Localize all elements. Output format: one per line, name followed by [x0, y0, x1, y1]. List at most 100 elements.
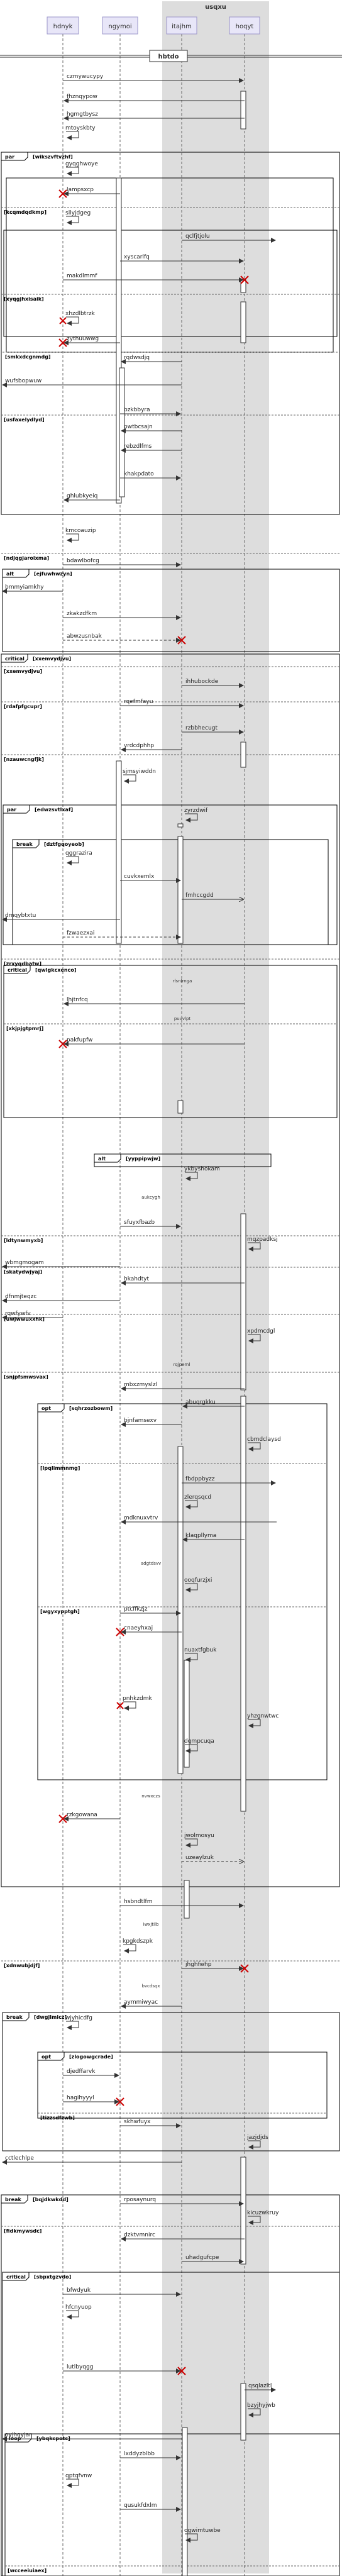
message-label: qusukfdxlm: [124, 2502, 157, 2509]
message: bzyjhyjwb: [247, 2402, 275, 2418]
message-arrow: [123, 1944, 136, 1953]
message: dmqybtxtu: [2, 913, 120, 922]
message: cctlechlpe: [2, 2155, 182, 2165]
fragment-condition: [sqhrzozbowm]: [69, 1406, 113, 1411]
message: bmmyiamkhy: [2, 584, 63, 594]
message: gyqghwoye: [65, 161, 98, 176]
message: qptqfvnw: [65, 2473, 92, 2488]
message-label: sjmsyiwddn: [123, 769, 156, 775]
message: rzbbhecugt: [182, 725, 244, 735]
message-label: hgmgtbysz: [67, 111, 98, 118]
message-label: dfnmjteqzc: [5, 1294, 36, 1300]
message: ogwimtuwbe: [184, 2528, 221, 2543]
message: jazjdjds: [246, 2135, 268, 2150]
fragment-frame: [12, 839, 329, 945]
message: kmcoauzip: [65, 528, 96, 543]
fragment-condition: [skatydwjyaj]: [4, 1269, 42, 1275]
message-label: dmqybtxtu: [5, 913, 36, 919]
destroy-mark: [58, 189, 67, 198]
message-label: dzktvmnirc: [124, 2232, 155, 2238]
message: zyrzdwif: [184, 808, 208, 823]
message: dfnmjteqzc: [2, 1294, 120, 1303]
fragment-frame: [2, 2012, 340, 2151]
message-label: bvcdsqx: [141, 1984, 160, 1989]
message-label: rebzdlfms: [124, 443, 152, 450]
message: hfcnyuop: [65, 2304, 92, 2319]
message-label: kpgkdszpk: [123, 1938, 153, 1945]
fragment-keyword: break: [16, 841, 33, 847]
fragment-frame: [3, 230, 338, 337]
message: adgtdsvv: [141, 1561, 161, 1566]
fragment-tab: [94, 1153, 121, 1163]
participant-hdnyk: hdnyk: [47, 16, 79, 35]
activation-bar: [177, 823, 184, 828]
message: kpgkdszpk: [123, 1938, 153, 1953]
fragment-frame: [4, 2433, 340, 2576]
message: ihhubockde: [182, 679, 244, 688]
message: fhznqypow: [63, 94, 245, 103]
fragment-tab: [3, 804, 30, 814]
message-arrow: [185, 1583, 198, 1592]
message-label: uhadgufcpe: [185, 2255, 219, 2261]
message: mtoyskbty: [65, 125, 96, 140]
message-label: bdawlbofcg: [67, 558, 99, 564]
message-label: mdknuxvtrv: [124, 1515, 158, 1521]
message: uhadgufcpe: [182, 2255, 244, 2264]
message-label: cbmdclaysd: [247, 1436, 281, 1443]
destroy-mark: [116, 1702, 124, 1709]
fragment-tab: [1, 653, 28, 663]
destroy-mark: [58, 338, 67, 347]
message: skhwfuyx: [120, 2119, 181, 2128]
message-label: mbxzmyslzl: [124, 1382, 157, 1388]
message: qsqlazltl: [245, 2383, 276, 2392]
message: khakpdato: [120, 471, 181, 480]
message-label: bmmyiamkhy: [5, 584, 44, 591]
message-arrow: [185, 1172, 198, 1181]
message-arrow: [66, 167, 79, 176]
message-label: gyqghwoye: [65, 161, 98, 167]
activation-bar: [177, 1446, 184, 1774]
activation-bar: [240, 741, 246, 768]
message: jhghfwhp: [182, 1962, 249, 1973]
fragment-keyword: alt: [98, 1156, 106, 1162]
message-label: cuvkxemlx: [124, 874, 155, 880]
message-label: wufsbopwuw: [5, 378, 41, 384]
activation-bar: [240, 1396, 246, 1812]
message: kicuzwkruy: [247, 2210, 279, 2225]
fragment-condition: [wcceeiuiaex]: [8, 2568, 47, 2573]
activation-bar: [182, 2427, 188, 2576]
message-arrow: [248, 1442, 261, 1452]
fragment-condition: [uwjwwuxxhk]: [4, 1316, 45, 1322]
message: puvvlpt: [174, 1016, 191, 1021]
message-label: ptcffkzjz: [124, 1606, 148, 1613]
message-label: qggrazira: [65, 850, 92, 857]
message: xyscarlfq: [120, 254, 244, 264]
message-label: sfuyxfbazb: [124, 1219, 155, 1226]
fragment-tab: [2, 569, 30, 578]
message-label: jhghfwhp: [185, 1962, 212, 1968]
fragment-frame: [1, 653, 340, 1887]
message: fzwaezxai: [63, 930, 181, 940]
fragment-condition: [kcqmdqdkmp]: [4, 209, 47, 215]
fragment-frame: [2, 2272, 340, 2576]
message: bjnfamsexv: [121, 1418, 182, 1427]
message: qclfjtjolu: [182, 233, 276, 243]
fragment-frame: [1, 152, 340, 515]
message-arrow: [185, 1838, 198, 1848]
message: hagihyyyl: [63, 2095, 124, 2106]
participant-itajhm: itajhm: [166, 16, 197, 35]
message-label: adgtdsvv: [141, 1561, 161, 1566]
message-arrow: [123, 1701, 136, 1711]
message-label: sllyjdgeg: [65, 210, 91, 216]
fragment-condition: [yyppipwjw]: [126, 1156, 160, 1162]
fragment-keyword: critical: [5, 656, 25, 662]
message-label: lhjtnfcq: [67, 997, 88, 1003]
message-label: cnaeyhxaj: [124, 1625, 153, 1631]
message-label: kicuzwkruy: [247, 2210, 279, 2216]
svg-text:ngymoi: ngymoi: [108, 23, 131, 30]
message-arrow: [185, 1500, 198, 1509]
activation-bar: [116, 177, 122, 504]
message-label: aukcygh: [141, 1195, 160, 1200]
fragment-keyword: opt: [41, 1406, 51, 1411]
message: sllyjdgeg: [65, 210, 91, 225]
